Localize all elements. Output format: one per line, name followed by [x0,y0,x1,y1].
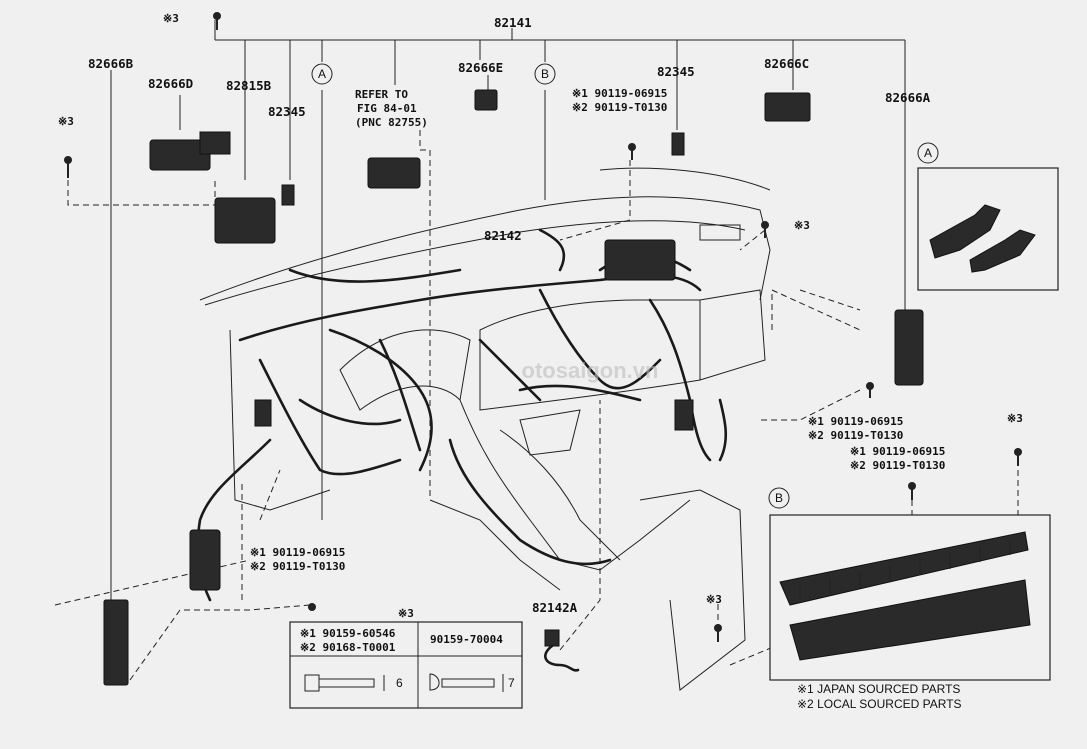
bolt-mid-line2: ※2 90119-T0130 [808,429,903,442]
wire-82142a [544,644,580,672]
bolt-dim-7: 7 [508,676,515,690]
refer-line-2: FIG 84-01 [357,102,417,115]
connector-parts [103,89,924,686]
bolt-icons [64,12,1022,642]
legend-japan: ※1 JAPAN SOURCED PARTS [797,682,960,696]
connector-82666d [149,139,211,171]
bolt-low-line1: ※1 90119-06915 [250,546,345,559]
screw-icon [761,221,769,238]
screw-icon [714,624,722,642]
bolt-table-col1-line2: ※2 90168-T0001 [300,641,396,654]
part-labels: 82141 82666B 82666D 82815B 82345 82666E … [58,12,1023,711]
bolt-mid2-line1: ※1 90119-06915 [850,445,945,458]
bolt-dim-6: 6 [396,676,403,690]
relay-ref-82755 [367,157,421,189]
refer-line-1: REFER TO [355,88,408,101]
main-harness-leader-lines [110,20,906,600]
label-82815b: 82815B [226,78,272,93]
screw-icon [866,382,874,398]
bolt-mid-line1: ※1 90119-06915 [808,415,903,428]
screw-icon [213,12,221,30]
mark3-bottom: ※3 [706,593,722,606]
connector-82142a [544,629,560,647]
bolt-top-line2: ※2 90119-T0130 [572,101,667,114]
mark3-left: ※3 [58,115,74,128]
detail-a-label: A [924,146,932,160]
detail-box-a [917,167,1059,291]
label-82666e: 82666E [458,60,503,75]
bolt-round-icon [429,673,504,692]
screw-icon [308,603,316,611]
callouts: A B A B [311,63,939,509]
screw-icon [908,482,916,500]
label-82666b: 82666B [88,56,134,71]
label-82345-right: 82345 [657,64,695,79]
legend-local: ※2 LOCAL SOURCED PARTS [797,697,962,711]
bolt-table-col2: 90159-70004 [430,633,503,646]
label-82666a: 82666A [885,90,931,105]
label-82666d: 82666D [148,76,193,91]
bolt-table [289,621,523,709]
refer-line-3: (PNC 82755) [355,116,428,129]
bolt-low-line2: ※2 90119-T0130 [250,560,345,573]
screw-icon [64,156,72,178]
mark3-right: ※3 [794,219,810,232]
callout-b-label: B [541,67,549,81]
detail-b-label: B [775,491,783,505]
callout-a-label: A [318,67,326,81]
connector-82666c [764,92,811,122]
wire-harness [196,228,728,602]
detail-b-circle [768,487,790,509]
label-82142a: 82142A [532,600,578,615]
detail-box-b [769,514,1051,681]
bolt-table-col1-line1: ※1 90159-60546 [300,627,396,640]
block-82666b [103,599,129,686]
connector-82345-left [281,184,295,206]
detail-a-circle [917,142,939,164]
label-82345-left: 82345 [268,104,306,119]
mark3-top: ※3 [163,12,179,25]
screw-icon [1014,448,1022,466]
dashed-guide-lines [54,130,1019,681]
block-82666a [894,309,924,386]
junction-82815b [214,197,276,244]
screw-icon [628,143,636,160]
bolt-top-line1: ※1 90119-06915 [572,87,667,100]
connector-82345-right [671,132,685,156]
watermark: otosaigon.vn [522,358,659,383]
bolt-flange-icon [304,674,385,692]
connector-lower-left [189,529,221,591]
connector-82666e [474,89,498,111]
callout-a-circle [311,63,333,85]
callout-b-circle [534,63,556,85]
label-82666c: 82666C [764,56,809,71]
bolt-mid2-line2: ※2 90119-T0130 [850,459,945,472]
dashboard-outline [199,167,771,691]
junction-center [604,239,676,281]
connector-left-dash [254,399,272,427]
mark3-far-right: ※3 [1007,412,1023,425]
label-82142: 82142 [484,228,522,243]
label-82141: 82141 [494,15,532,30]
bolt-table-header: ※3 [398,607,414,620]
connector-right-dash [674,399,694,431]
connector-82666d-tab [199,131,231,155]
